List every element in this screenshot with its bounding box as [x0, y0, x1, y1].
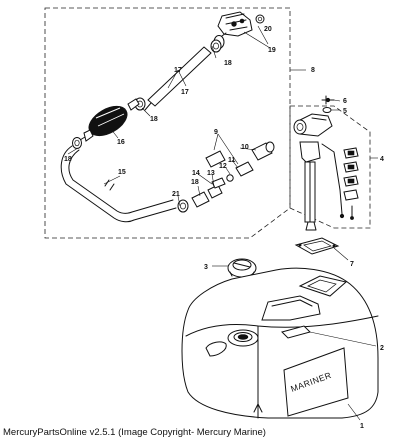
leader-9 [213, 133, 239, 165]
callout-9: 9 [214, 129, 218, 136]
callout-8: 8 [311, 67, 315, 74]
callout-18-lower: 18 [191, 179, 199, 186]
screw-part-6[interactable] [321, 95, 335, 105]
callout-12: 12 [219, 163, 227, 170]
callout-21: 21 [172, 191, 180, 198]
pickup-tube[interactable] [299, 141, 345, 231]
leader-17 [167, 69, 187, 89]
callout-20: 20 [264, 26, 272, 33]
fitting-part-18-lower[interactable] [191, 191, 210, 208]
leader-18b [141, 107, 151, 117]
image-caption: MercuryPartsOnline v2.5.1 (Image Copyrig… [3, 427, 266, 438]
leader-6 [333, 99, 341, 102]
fitting-part-11[interactable] [235, 161, 254, 177]
leader-18a [211, 45, 217, 59]
callout-7: 7 [350, 261, 354, 268]
hose-clamp-21[interactable] [177, 199, 189, 213]
callout-17: 17 [181, 89, 189, 96]
check-valve-part-12[interactable] [226, 174, 234, 182]
callout-18-left: 18 [64, 156, 72, 163]
callout-10: 10 [241, 144, 249, 151]
leader-19 [243, 31, 271, 49]
leader-21 [177, 195, 181, 207]
primer-bulb-part-16[interactable] [79, 98, 140, 142]
callout-16: 16 [117, 139, 125, 146]
callout-17-upper: 17 [174, 67, 182, 74]
fuel-cap-part-3[interactable] [227, 258, 257, 278]
fuel-pickup-elbow[interactable] [293, 113, 333, 137]
gasket-part-4[interactable] [343, 147, 359, 220]
callout-5: 5 [343, 108, 347, 115]
leader-1 [347, 403, 361, 421]
callout-13: 13 [207, 170, 215, 177]
callout-14: 14 [192, 170, 200, 177]
hose-clamp-top[interactable] [210, 39, 222, 53]
callout-3: 3 [204, 264, 208, 271]
fitting-part-14[interactable] [211, 177, 226, 189]
leader-15 [103, 175, 121, 185]
callout-6: 6 [343, 98, 347, 105]
washer-part-5[interactable] [322, 107, 332, 113]
leader-18c [67, 147, 79, 155]
leader-13 [211, 173, 215, 187]
fuel-line-assembly-outline [44, 7, 291, 239]
leader-18d [197, 185, 201, 197]
fuel-hose-part-15[interactable] [60, 145, 177, 223]
leader-20 [257, 25, 269, 45]
leader-16 [109, 127, 119, 139]
callout-2: 2 [380, 345, 384, 352]
fitting-part-10[interactable] [251, 141, 275, 161]
callout-11: 11 [228, 157, 236, 164]
callout-18-mid: 18 [150, 116, 158, 123]
leader-7 [333, 247, 349, 261]
leader-2 [309, 331, 377, 347]
callout-1: 1 [360, 423, 364, 430]
pickup-assembly-outline [289, 105, 371, 229]
callout-19: 19 [268, 47, 276, 54]
fuel-hose-part-17[interactable] [144, 46, 212, 111]
leader-14 [197, 173, 213, 185]
leader-11 [231, 159, 239, 169]
callout-15: 15 [118, 169, 126, 176]
hose-clamp-bulb[interactable] [72, 137, 82, 149]
o-ring-part-20[interactable] [255, 14, 265, 24]
leader-12 [225, 167, 231, 175]
callout-18-top: 18 [224, 60, 232, 67]
gasket-part-7[interactable] [294, 237, 340, 255]
leader-10 [239, 147, 257, 151]
callout-4: 4 [380, 156, 384, 163]
fuel-tank-part-1[interactable]: MARINER [181, 267, 379, 419]
fitting-part-9[interactable] [205, 150, 226, 168]
